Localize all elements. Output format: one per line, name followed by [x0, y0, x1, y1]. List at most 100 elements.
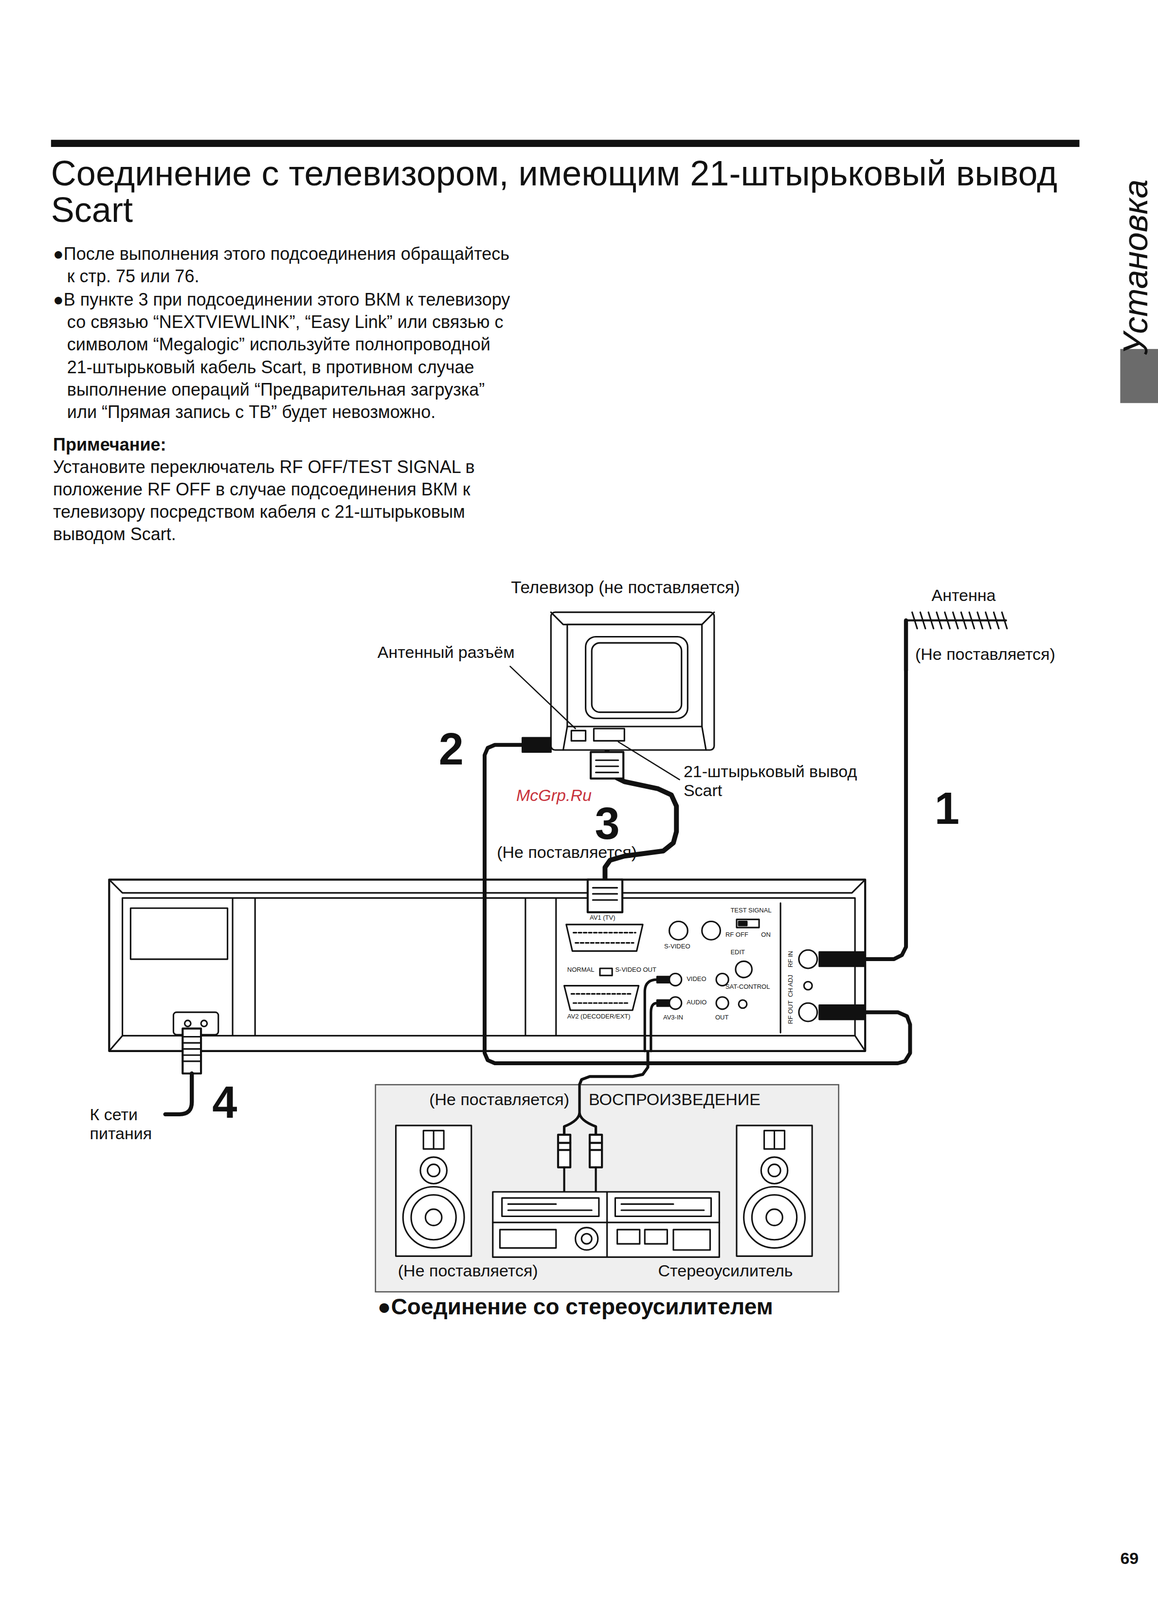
node-label: S-VIDEO OUT [615, 966, 657, 974]
note-text: Установите переключатель RF OFF/TEST SIG… [53, 455, 518, 546]
rf-switch [736, 919, 760, 928]
node-label: (Не поставляется) [915, 644, 1056, 664]
tv-scart-socket [593, 728, 625, 741]
bullet-note: ●В пункте 3 при подсоединении этого ВКМ … [53, 288, 518, 423]
s-video-jack [702, 921, 721, 941]
rf-in-jack [798, 949, 818, 969]
tv-set: Телевизор (не поставляется) [550, 612, 715, 750]
callout-number: 1 [934, 785, 960, 831]
s-video-jack [669, 921, 688, 941]
top-rule [51, 139, 1080, 147]
sat-control-jack [738, 999, 747, 1009]
watermark: McGrp.Ru [516, 785, 592, 805]
node-label: Стереоусилитель [658, 1261, 794, 1281]
mains-label: К сети питания [90, 1104, 167, 1143]
tweeter [764, 1130, 785, 1149]
audio-wire [651, 1002, 658, 1051]
callout-number: 4 [212, 1079, 237, 1125]
socket-pin [184, 1020, 192, 1027]
woofer [411, 1194, 456, 1240]
antenna-mast [904, 620, 908, 671]
amp-button [673, 1229, 710, 1250]
node-label: ВОСПРОИЗВЕДЕНИЕ [588, 1089, 761, 1109]
node-label: AV1 (TV) [589, 914, 616, 922]
diagram-caption: ●Соединение со стереоусилителем [377, 1293, 774, 1320]
node-label: OUT [715, 1013, 729, 1022]
node-label: (Не поставляется) [402, 1089, 570, 1109]
node-label: Телевизор (не поставляется) [510, 577, 740, 598]
node-label: CH ADJ [787, 974, 795, 997]
midrange [760, 1157, 788, 1184]
node-label: NORMAL [567, 966, 595, 974]
stereo-amplifier-group: (Не поставляется)ВОСПРОИЗВЕДЕНИЕ(Не пост… [375, 1084, 839, 1292]
normal-switch [599, 968, 613, 976]
tv-bevel [550, 612, 715, 625]
tweeter [433, 1131, 435, 1149]
rca-plug [656, 999, 670, 1007]
audio-wire [644, 979, 657, 1051]
vcr-bevel [108, 879, 866, 893]
node-label: RF OUT [787, 1000, 795, 1024]
edit-jack [735, 960, 753, 978]
note-heading: Примечание: [53, 433, 518, 456]
midrange [768, 1164, 781, 1177]
leader-line [618, 741, 680, 780]
plug-ribs [592, 887, 617, 900]
tv-stand [562, 726, 706, 750]
vcr-bevel [108, 1035, 866, 1051]
section-tab-mark [1120, 348, 1158, 403]
woofer [402, 1186, 465, 1249]
line-art [108, 612, 1007, 1257]
power-cord [165, 1073, 193, 1115]
rca-jack [669, 973, 682, 986]
woofer [743, 1186, 806, 1249]
tv-case [550, 612, 715, 750]
midrange [420, 1157, 448, 1184]
volume-knob [575, 1227, 598, 1250]
deck-detail [507, 1203, 705, 1211]
note-column: ●После выполнения этого подсоединения об… [53, 242, 518, 546]
node-label: S-VIDEO [664, 942, 690, 951]
ch-adj-knob [803, 981, 813, 990]
scart-pins [573, 932, 636, 943]
callout-number: 2 [438, 726, 464, 772]
cable [865, 669, 906, 960]
rf-plug [819, 1004, 866, 1019]
woofer [425, 1209, 442, 1226]
rca-jack [716, 996, 729, 1010]
plug-ribs [596, 759, 619, 773]
antenna-elements [912, 612, 1008, 629]
section-tab: Установка [1116, 179, 1156, 356]
rf-plug [819, 951, 866, 966]
vcr-dividers [232, 897, 781, 1036]
cable [484, 744, 910, 1064]
vcr-compartment [130, 907, 228, 959]
amp-display [499, 1229, 556, 1249]
page-title: Соединение с телевизором, имеющим 21-шты… [51, 155, 1097, 229]
vcr-rear-panel: AV1 (TV)S-VIDEOTEST SIGNALRF OFFONNORMAL… [108, 879, 866, 1051]
woofer [766, 1209, 783, 1226]
woofer [751, 1194, 797, 1240]
bullet-note: ●После выполнения этого подсоединения об… [53, 242, 518, 288]
tweeter [423, 1130, 444, 1149]
node-label: VIDEO [686, 975, 706, 983]
rca-plug [656, 976, 670, 983]
speaker [396, 1125, 472, 1256]
node-label: AV3-IN [663, 1013, 684, 1022]
node-label: SAT-CONTROL [725, 983, 771, 991]
node-label: AUDIO [686, 998, 707, 1007]
node-label: AV2 (DECODER/EXT) [567, 1013, 631, 1021]
node-label: TEST SIGNAL [730, 906, 772, 915]
rf-out-jack [798, 1002, 818, 1022]
vcr-case [108, 879, 866, 1051]
scart-socket [564, 985, 639, 1011]
callout-number: 3 [595, 800, 620, 846]
volume-knob [581, 1233, 592, 1244]
tweeter [773, 1131, 776, 1149]
rf-switch-knob [738, 921, 747, 926]
rca-jack [669, 996, 682, 1010]
midrange [427, 1164, 440, 1177]
node-label: ON [760, 931, 771, 939]
scart-pins [571, 993, 632, 1003]
